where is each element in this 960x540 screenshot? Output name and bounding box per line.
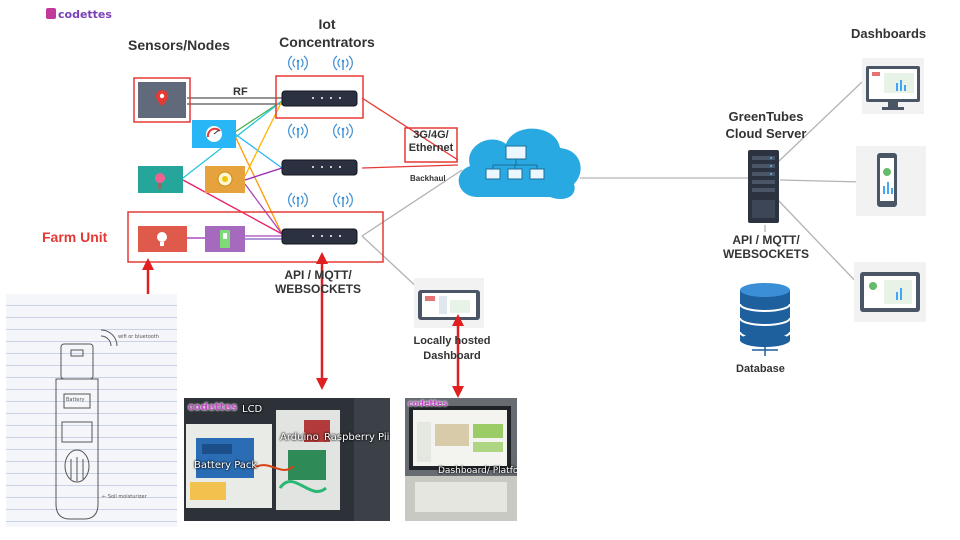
sensor-node-weather: [205, 166, 245, 193]
hardware-lcd-label: LCD: [242, 404, 263, 415]
wan-label: 3G/4G/ Ethernet: [408, 129, 454, 154]
logo-text: codettes: [58, 8, 112, 21]
backhaul-label: Backhaul: [410, 174, 446, 183]
farm-unit-highlight: [127, 211, 384, 263]
sketch-wifi-note: wifi or bluetooth: [118, 334, 159, 340]
database-icon: [739, 283, 791, 356]
sketch-drawing: [55, 329, 118, 520]
dashboard-phone-icon: [856, 146, 926, 216]
hardware-drawing: [184, 398, 390, 521]
farm-unit-label: Farm Unit: [42, 229, 108, 245]
rf-label: RF: [233, 86, 248, 98]
laptop-caption: Dashboard/ Platform: [438, 466, 517, 476]
database-label: Database: [736, 363, 785, 375]
sensors-header: Sensors/Nodes: [128, 37, 230, 53]
sensor-node-location: [133, 77, 191, 123]
dashboard-tablet-icon: [854, 262, 926, 322]
sensor-node-soil: [205, 226, 245, 252]
sensor-node-gauge: [192, 120, 236, 148]
laptop-drawing: [405, 398, 517, 521]
sensor-node-bulb: [138, 226, 187, 252]
logo-mark-icon: [46, 8, 56, 19]
local-dashboard-label: Locally hosted Dashboard: [413, 335, 491, 362]
hardware-arduino-label: Arduino: [280, 432, 319, 443]
hardware-photo: codettes LCD Arduino Raspberry Pii Batte…: [184, 398, 390, 521]
concentrator-top: [275, 55, 364, 119]
api-label-right: API / MQTT/ WEBSOCKETS: [722, 233, 809, 261]
dashboards-header: Dashboards: [851, 26, 927, 41]
concentrators-header: Iot Concentrators: [279, 16, 375, 50]
codettes-logo: codettes: [46, 8, 112, 21]
hardware-battery-label: Battery Pack: [194, 460, 258, 471]
laptop-logo: codettes: [408, 399, 448, 408]
cloud-server-label: GreenTubes Cloud Server: [725, 109, 807, 141]
wan-link-highlight: [404, 127, 458, 163]
local-dashboard-icon: [414, 278, 484, 328]
sketch-photo: wifi or bluetooth Battery ← Soil moistur…: [6, 294, 177, 527]
sketch-soil-note: ← Soil moisturizer: [102, 494, 147, 500]
server-icon: [748, 150, 779, 223]
sketch-battery-note: Battery: [66, 397, 85, 403]
hardware-logo: codettes: [188, 402, 238, 413]
concentrator-middle: [281, 123, 358, 176]
api-label-left: API / MQTT/ WEBSOCKETS: [274, 268, 361, 296]
dashboard-monitor-icon: [862, 58, 924, 114]
laptop-photo: codettes Dashboard/ Platform: [405, 398, 517, 521]
cloud-icon: [458, 128, 581, 200]
sensor-node-plant: [138, 166, 183, 193]
hardware-raspberry-label: Raspberry Pii: [324, 432, 390, 443]
concentrator-bottom: [281, 192, 358, 245]
